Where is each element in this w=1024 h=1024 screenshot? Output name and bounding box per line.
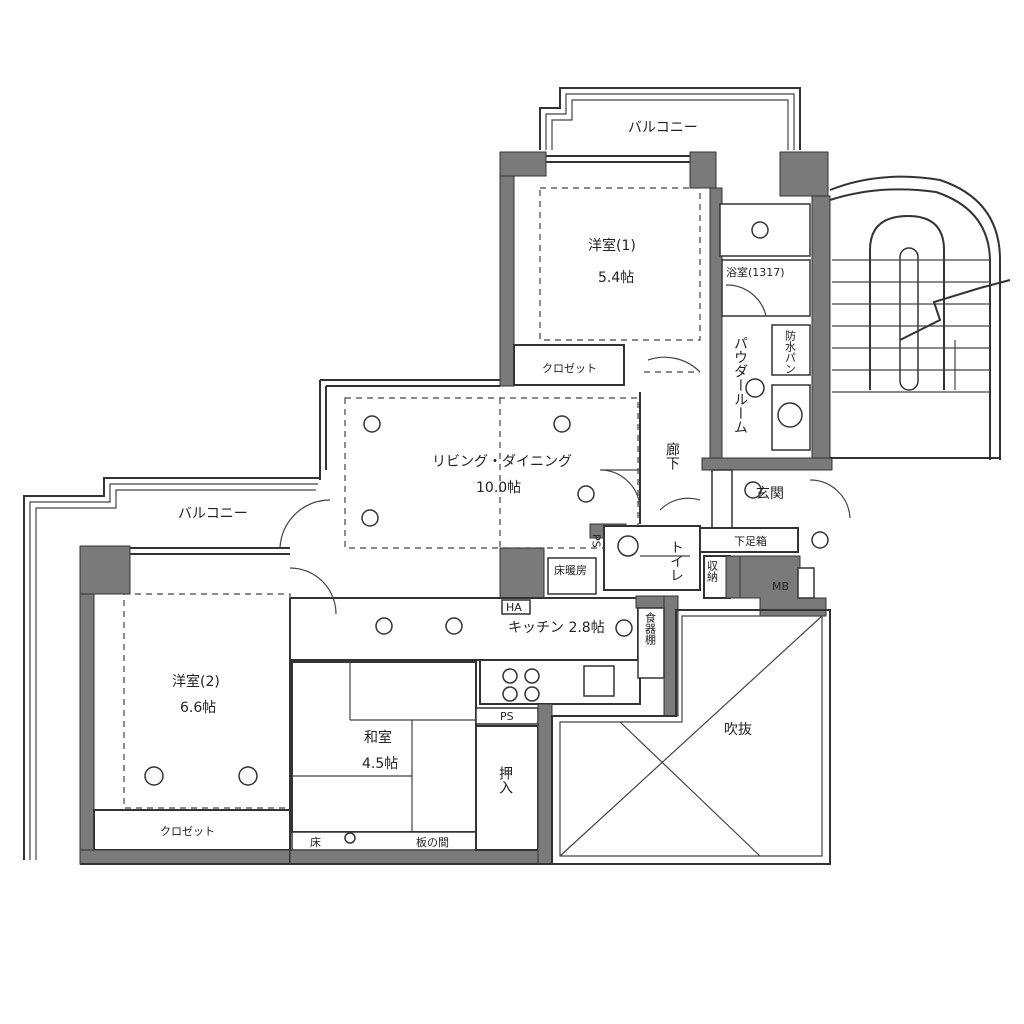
washer-label: 防水パン bbox=[784, 329, 797, 374]
corridor bbox=[599, 356, 701, 524]
entrance-label: 玄関 bbox=[756, 485, 784, 502]
corridor-label: 廊下 bbox=[664, 441, 680, 470]
heater-label: 床暖房 bbox=[554, 563, 587, 577]
stairwell bbox=[829, 175, 1011, 460]
living-name: リビング・ダイニング bbox=[432, 454, 572, 470]
pantry-label: 食器棚 bbox=[644, 611, 657, 646]
entrance bbox=[699, 457, 851, 553]
toilet bbox=[603, 525, 827, 617]
balcony-left-label: バルコニー bbox=[178, 506, 248, 522]
bath-area bbox=[709, 187, 831, 469]
bedroom2 bbox=[79, 545, 337, 865]
balcony-top-label: バルコニー bbox=[628, 120, 698, 136]
oshiire-label: 押入 bbox=[497, 766, 513, 794]
balcony-left bbox=[23, 477, 320, 860]
bedroom2-size: 6.6帖 bbox=[180, 700, 216, 716]
closet2-label: クロゼット bbox=[160, 825, 215, 838]
japanese-name: 和室 bbox=[364, 729, 392, 746]
bedroom2-name: 洋室(2) bbox=[172, 673, 220, 690]
void-label: 吹抜 bbox=[724, 722, 752, 738]
itanoma-label: 板の間 bbox=[416, 835, 449, 849]
ps2-label: PS bbox=[500, 710, 514, 723]
bedroom1-size: 5.4帖 bbox=[598, 270, 634, 286]
bedroom1-name: 洋室(1) bbox=[588, 237, 636, 254]
kitchen-label: キッチン 2.8帖 bbox=[508, 620, 605, 636]
living-size: 10.0帖 bbox=[476, 480, 521, 496]
bedroom1-walls bbox=[499, 151, 829, 470]
mb-label: MB bbox=[772, 580, 789, 593]
kitchen bbox=[290, 557, 679, 717]
powder-label: パウダールーム bbox=[732, 336, 748, 434]
outer-frame bbox=[80, 457, 1000, 865]
bath-label: 浴室(1317) bbox=[726, 265, 785, 279]
japanese-room bbox=[289, 661, 553, 865]
balcony-top bbox=[539, 87, 801, 150]
toilet-label: トイレ bbox=[668, 540, 684, 582]
void-area bbox=[551, 609, 831, 865]
japanese-size: 4.5帖 bbox=[362, 756, 398, 772]
ha-label: HA bbox=[506, 601, 522, 614]
closet1-label: クロゼット bbox=[542, 362, 597, 375]
ps1-label: PS bbox=[590, 534, 603, 548]
tokonoma-label: 床 bbox=[310, 835, 321, 849]
storage-label: 収納 bbox=[706, 560, 719, 583]
shoe-box-label: 下足箱 bbox=[734, 534, 767, 548]
